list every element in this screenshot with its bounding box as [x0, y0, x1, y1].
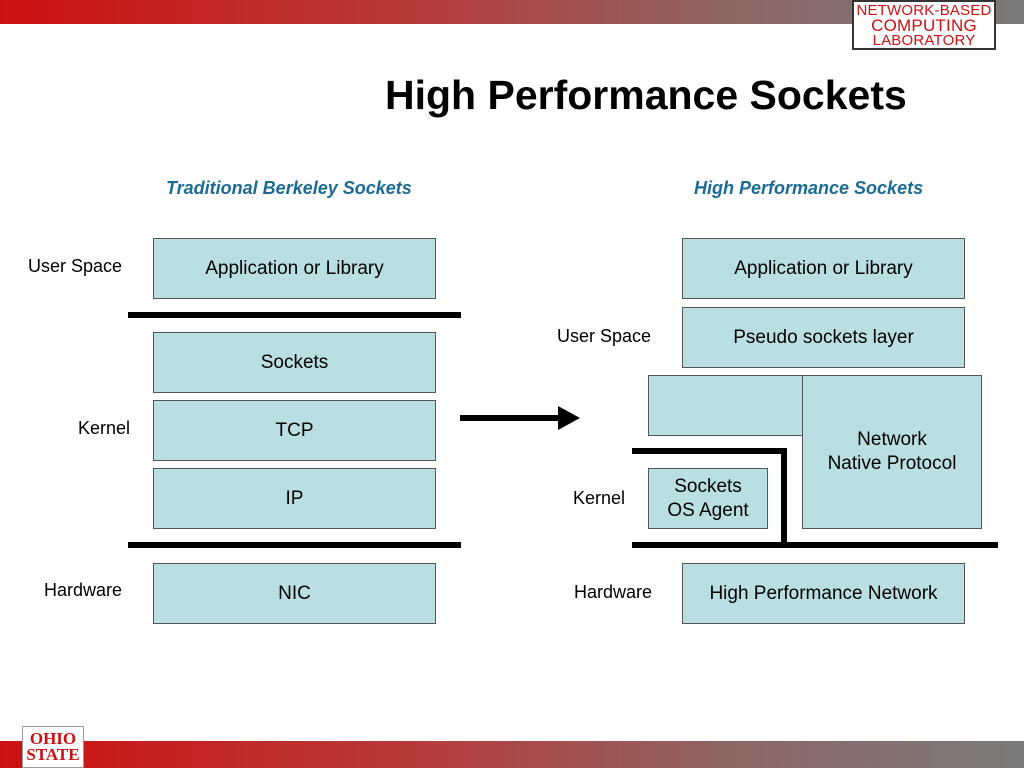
box-label: Application or Library: [734, 257, 913, 279]
left-ip-box: IP: [153, 468, 436, 529]
right-user-kernel-divider: [632, 448, 786, 454]
right-kernel-hardware-divider: [632, 542, 998, 548]
box-label: Sockets OS Agent: [667, 475, 749, 521]
right-heading: High Performance Sockets: [694, 178, 924, 198]
left-app-box: Application or Library: [153, 238, 436, 299]
box-label: NIC: [278, 582, 311, 604]
box-label: Sockets: [260, 351, 329, 373]
right-divider-vertical: [781, 448, 787, 548]
left-kernel-label: Kernel: [78, 418, 131, 438]
left-sockets-box: Sockets: [153, 332, 436, 393]
box-label: IP: [285, 487, 304, 509]
left-heading: Traditional Berkeley Sockets: [166, 178, 412, 198]
right-user-space-label: User Space: [557, 326, 652, 346]
network-computing-lab-logo: NETWORK-BASED COMPUTING LABORATORY: [852, 0, 996, 50]
right-pseudo-sockets-box: Pseudo sockets layer: [682, 307, 965, 368]
box-label: High Performance Network: [709, 582, 938, 604]
box-label: Application or Library: [205, 257, 384, 279]
box-label: Network Native Protocol: [827, 429, 957, 474]
left-tcp-box: TCP: [153, 400, 436, 461]
logo-line: STATE: [26, 745, 80, 764]
logo-line: COMPUTING: [871, 15, 977, 35]
logo-line: LABORATORY: [872, 31, 976, 49]
right-app-box: Application or Library: [682, 238, 965, 299]
right-os-agent-box: Sockets OS Agent: [648, 468, 768, 529]
right-native-protocol-box: Network Native Protocol: [802, 375, 982, 529]
logo-line: OHIO: [29, 729, 77, 748]
left-user-kernel-divider: [128, 312, 461, 318]
page-title: High Performance Sockets: [385, 72, 907, 118]
box-label: Pseudo sockets layer: [733, 326, 914, 348]
left-hardware-label: Hardware: [44, 580, 123, 600]
right-network-box: High Performance Network: [682, 563, 965, 624]
logo-line: NETWORK-BASED: [856, 1, 992, 19]
right-blank-box: [648, 375, 806, 436]
box-label: TCP: [275, 419, 314, 441]
ohio-state-logo: OHIO STATE: [22, 726, 84, 768]
bottom-color-band: [0, 741, 1024, 768]
left-nic-box: NIC: [153, 563, 436, 624]
right-arrow-icon: [460, 406, 580, 430]
left-kernel-hardware-divider: [128, 542, 461, 548]
right-kernel-label: Kernel: [573, 488, 626, 508]
left-user-space-label: User Space: [28, 256, 123, 276]
right-hardware-label: Hardware: [574, 582, 653, 602]
